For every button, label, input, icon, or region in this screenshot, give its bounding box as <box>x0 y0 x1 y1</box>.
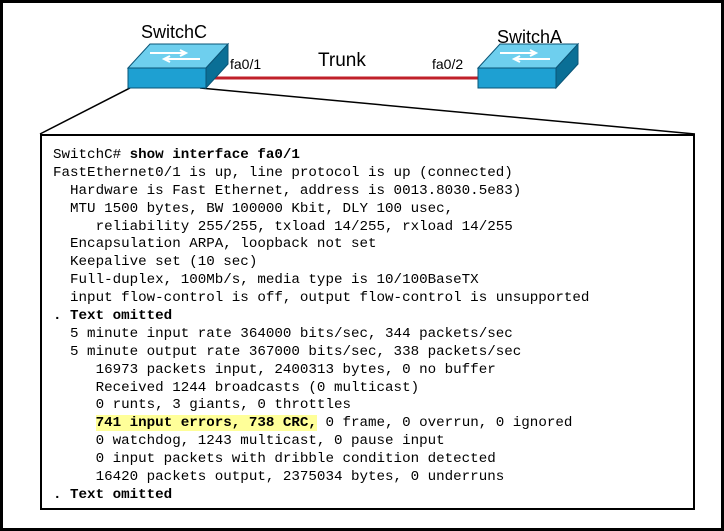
cli-prompt: SwitchC# <box>53 147 130 163</box>
text-omitted-note: . Text omitted <box>53 486 173 503</box>
cli-command: show interface fa0/1 <box>129 147 300 163</box>
text-omitted-note: . Text omitted <box>53 308 173 325</box>
switch-icon-switchc <box>126 42 230 90</box>
cli-command-line: SwitchC# show interface fa0/1 <box>53 147 693 165</box>
cli-error-rest: 0 frame, 0 overrun, 0 ignored <box>316 415 573 432</box>
cli-output-line: 0 watchdog, 1243 multicast, 0 pause inpu… <box>53 433 445 450</box>
cli-output-line: Keepalive set (10 sec) <box>53 254 258 271</box>
switchc-label: SwitchC <box>141 22 208 42</box>
cli-output-line: 0 runts, 3 giants, 0 throttles <box>53 397 351 414</box>
callout-line-right <box>199 87 696 135</box>
cli-output-line: 5 minute input rate 364000 bits/sec, 344… <box>53 325 513 342</box>
switch-icon-switcha <box>476 42 580 90</box>
cli-output-line: Full-duplex, 100Mb/s, media type is 10/1… <box>53 272 479 289</box>
cli-error-indent <box>53 415 96 431</box>
cli-output-line: 0 input packets with dribble condition d… <box>53 451 496 468</box>
cli-output-line: 5 minute output rate 367000 bits/sec, 33… <box>53 343 522 360</box>
cli-output-line: input flow-control is off, output flow-c… <box>53 290 590 307</box>
switcha-label: SwitchA <box>497 27 563 47</box>
trunk-label: Trunk <box>318 50 366 71</box>
callout-line-left <box>39 87 131 135</box>
switcha-port-label: fa0/2 <box>432 56 464 72</box>
cli-output-line: FastEthernet0/1 is up, line protocol is … <box>53 164 513 181</box>
input-errors-highlight: 741 input errors, 738 CRC, <box>95 415 317 432</box>
cli-output-line: MTU 1500 bytes, BW 100000 Kbit, DLY 100 … <box>53 200 454 217</box>
cli-output-box: SwitchC# show interface fa0/1 FastEthern… <box>40 134 695 510</box>
cli-output-line: 16420 packets output, 2375034 bytes, 0 u… <box>53 469 505 486</box>
cli-output-line: 16973 packets input, 2400313 bytes, 0 no… <box>53 361 496 378</box>
switchc-port-label: fa0/1 <box>230 56 262 72</box>
cli-output-line: Hardware is Fast Ethernet, address is 00… <box>53 182 522 199</box>
cli-output-line: reliability 255/255, txload 14/255, rxlo… <box>53 218 513 235</box>
cli-error-line: 741 input errors, 738 CRC, 0 frame, 0 ov… <box>53 415 693 433</box>
cli-output-line: Encapsulation ARPA, loopback not set <box>53 236 377 253</box>
cli-output-line: Received 1244 broadcasts (0 multicast) <box>53 379 420 396</box>
